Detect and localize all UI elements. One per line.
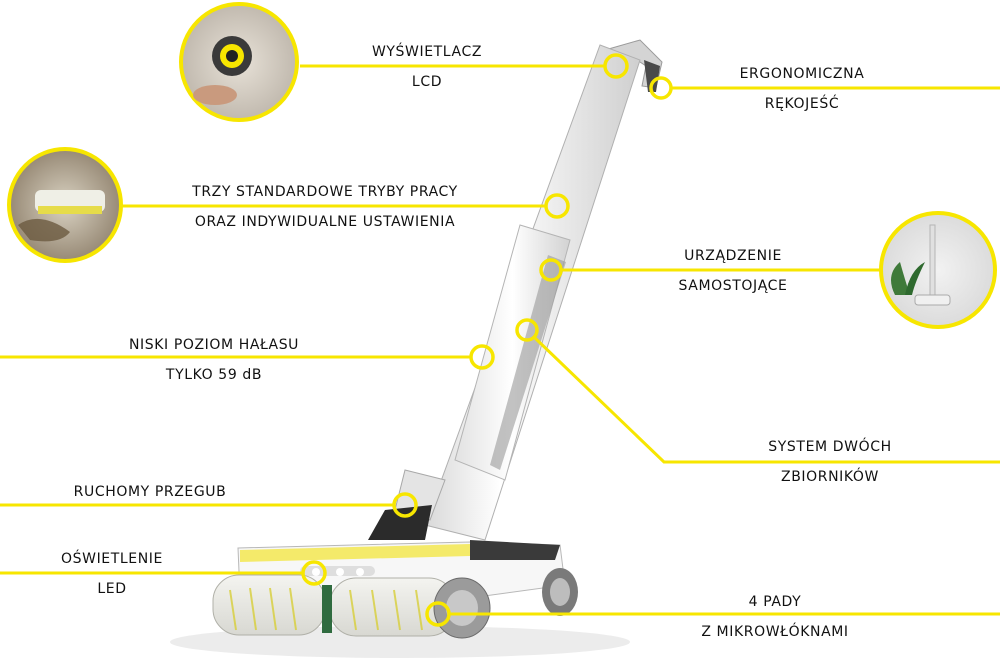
standing-device-photo [879, 211, 997, 329]
feature-label-noise-line2: TYLKO 59 dB [165, 367, 263, 383]
feature-label-lcd-line2: LCD [411, 74, 443, 90]
feature-label-pads-line1: 4 PADY [748, 594, 802, 610]
feature-label-led-line2: LED [97, 581, 127, 597]
feature-label-tanks-line2: ZBIORNIKÓW [781, 469, 879, 485]
feature-label-lcd-line1: WYŚWIETLACZ [371, 44, 483, 60]
feature-label-noise-line1: NISKI POZIOM HAŁASU [128, 337, 300, 353]
lcd-display-photo [179, 2, 299, 122]
feature-label-modes-line1: TRZY STANDARDOWE TRYBY PRACY [192, 184, 458, 200]
feature-label-tanks-line1: SYSTEM DWÓCH [768, 439, 892, 455]
feature-label-handle-line1: ERGONOMICZNA [739, 66, 865, 82]
feature-label-joint: RUCHOMY PRZEGUB [73, 484, 227, 500]
feature-label-pads-line2: Z MIKROWŁÓKNAMI [701, 624, 849, 640]
feature-label-modes-line2: ORAZ INDYWIDUALNE USTAWIENIA [194, 214, 456, 230]
floor-cleaning-photo [7, 147, 123, 263]
feature-label-standing-line1: URZĄDZENIE [684, 248, 782, 264]
feature-label-handle-line2: RĘKOJEŚĆ [764, 96, 840, 112]
feature-label-standing-line2: SAMOSTOJĄCE [678, 278, 788, 294]
feature-label-led-line1: OŚWIETLENIE [61, 551, 163, 567]
